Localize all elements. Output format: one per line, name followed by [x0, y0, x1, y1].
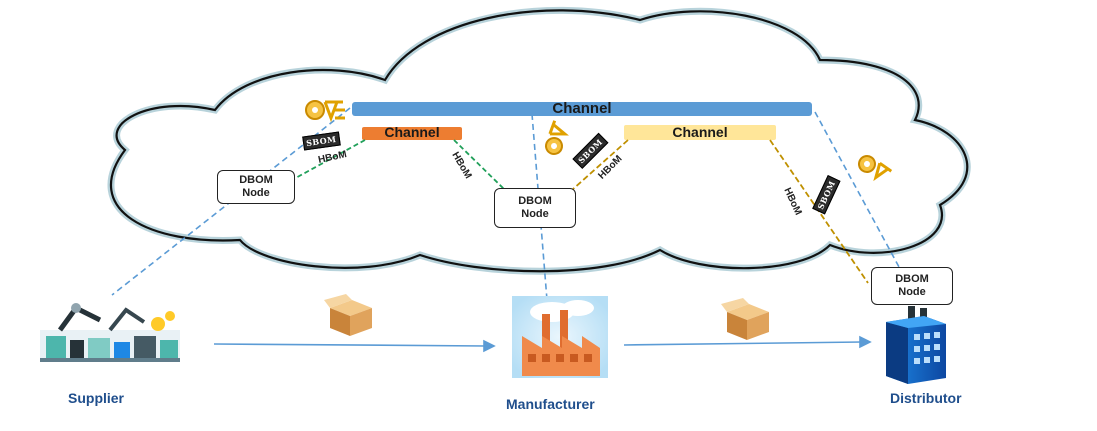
node-label-line1: DBOM	[239, 174, 273, 186]
box-icon	[324, 294, 372, 336]
node-label-line2: Node	[898, 286, 926, 298]
dbom-node-center: DBOM Node	[494, 188, 576, 228]
distributor-label: Distributor	[890, 390, 962, 406]
manufacturer-label: Manufacturer	[506, 396, 595, 412]
node-label-line1: DBOM	[518, 195, 552, 207]
one-logo-icon	[545, 120, 569, 155]
flow-arrows	[213, 335, 872, 353]
node-label-line2: Node	[242, 187, 270, 199]
dbom-node-right: DBOM Node	[871, 267, 953, 305]
box-icon	[721, 298, 769, 340]
left-channel-label: Channel	[384, 124, 440, 140]
one-logo-icon	[858, 155, 893, 182]
building-icon	[886, 306, 946, 384]
one-logo-icon	[305, 100, 345, 123]
main-channel-label: Channel	[552, 100, 612, 117]
node-label-line1: DBOM	[895, 273, 929, 285]
supplier-label: Supplier	[68, 390, 125, 406]
robot-arm-icon	[40, 303, 180, 362]
right-channel-bar	[624, 125, 776, 140]
left-channel-bar	[362, 127, 462, 140]
factory-icon	[512, 296, 608, 378]
main-channel-bar	[352, 102, 812, 116]
green-links	[291, 139, 506, 191]
cloud-shape	[107, 6, 971, 275]
dbom-node-left: DBOM Node	[217, 170, 295, 204]
node-label-line2: Node	[521, 208, 549, 220]
right-channel-label: Channel	[672, 124, 728, 140]
